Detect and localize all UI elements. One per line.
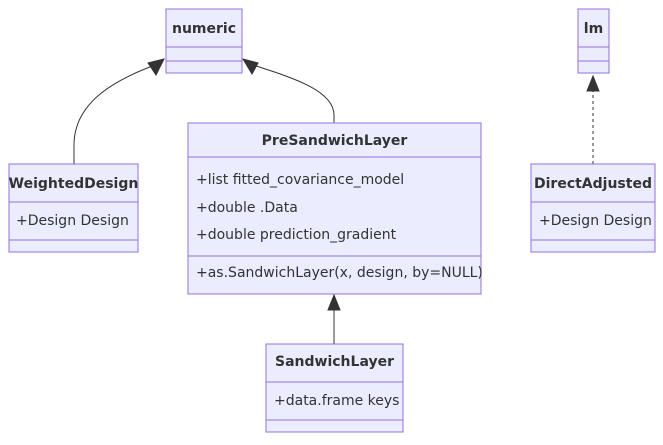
class-attribute: +list fitted_covariance_model [196, 172, 404, 188]
class-attribute: +double prediction_gradient [196, 227, 397, 243]
class-title: WeightedDesign [9, 176, 139, 192]
class-title: numeric [172, 21, 236, 37]
class-weighteddesign[interactable]: WeightedDesign +Design Design [8, 163, 139, 253]
class-title: SandwichLayer [275, 354, 394, 370]
class-lm[interactable]: lm [577, 8, 610, 74]
inheritance-arrowhead-icon [147, 58, 165, 76]
class-title: PreSandwichLayer [262, 133, 408, 149]
class-attribute: +double .Data [196, 200, 298, 216]
inheritance-arrowhead-icon [241, 58, 259, 76]
class-numeric[interactable]: numeric [165, 8, 243, 74]
class-attribute: +Design Design [16, 213, 129, 229]
class-title: lm [584, 21, 603, 37]
class-method: +as.SandwichLayer(x, design, by=NULL) [196, 265, 483, 281]
class-directadjusted[interactable]: DirectAdjusted +Design Design [530, 163, 656, 253]
class-attribute: +data.frame keys [274, 393, 399, 409]
edge-weighteddesign-to-numeric [73, 64, 156, 164]
realization-arrowhead-icon [586, 74, 600, 92]
class-title: DirectAdjusted [534, 176, 652, 192]
class-presandwichlayer[interactable]: PreSandwichLayer +list fitted_covariance… [187, 122, 483, 295]
inheritance-arrowhead-icon [327, 293, 341, 311]
class-attribute: +Design Design [539, 213, 652, 229]
class-sandwichlayer[interactable]: SandwichLayer +data.frame keys [265, 343, 404, 433]
edge-presandwichlayer-to-numeric [252, 64, 335, 123]
